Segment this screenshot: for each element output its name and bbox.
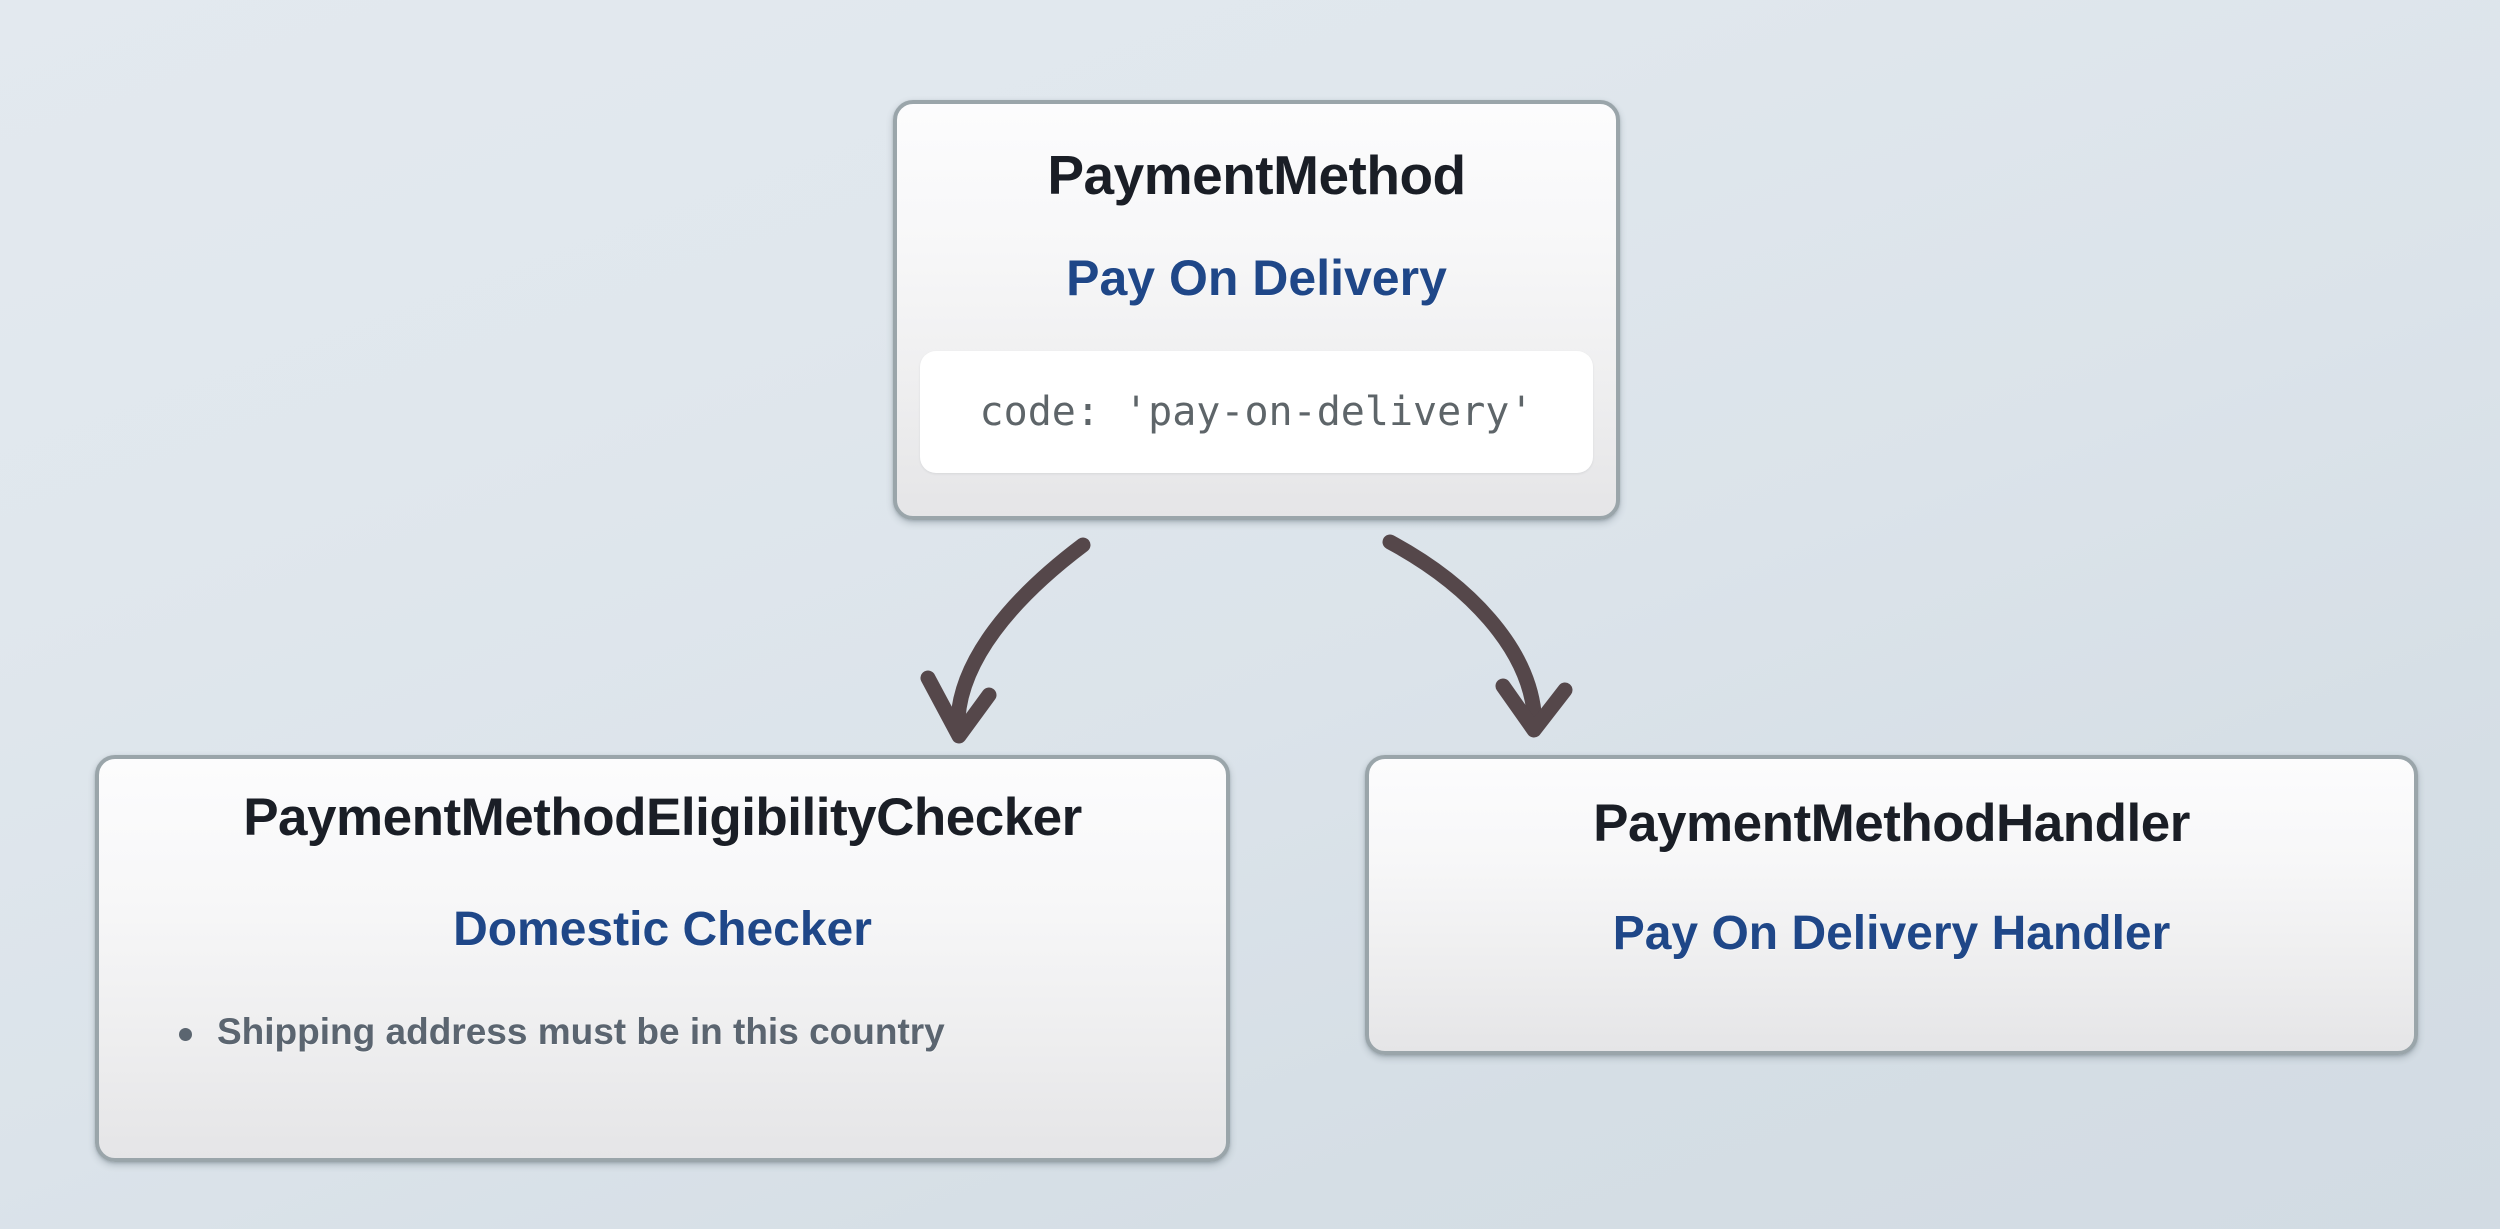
edge-to-payment-handler-line bbox=[1382, 534, 1542, 720]
node-payment-method-eligibility-checker[interactable]: PaymentMethodEligibilityChecker Domestic… bbox=[95, 755, 1230, 1162]
node-eligibility-checker-rule-list: Shipping address must be in this country bbox=[99, 1011, 1226, 1053]
node-payment-method-subtitle: Pay On Delivery bbox=[1066, 250, 1447, 306]
node-payment-handler-title: PaymentMethodHandler bbox=[1593, 794, 2190, 853]
node-payment-method-title: PaymentMethod bbox=[1047, 144, 1466, 206]
node-payment-method-handler[interactable]: PaymentMethodHandler Pay On Delivery Han… bbox=[1365, 755, 2418, 1055]
node-eligibility-checker-subtitle: Domestic Checker bbox=[453, 903, 872, 956]
edge-to-payment-handler-arrowhead bbox=[1495, 678, 1573, 738]
node-payment-method-code-box: code: 'pay-on-delivery' bbox=[920, 351, 1593, 473]
node-payment-method[interactable]: PaymentMethod Pay On Delivery code: 'pay… bbox=[893, 100, 1620, 520]
edge-to-eligibility-checker-line bbox=[950, 537, 1091, 726]
bullet-icon bbox=[179, 1028, 192, 1041]
edge-to-eligibility-checker-arrowhead bbox=[920, 670, 997, 744]
rule-text: Shipping address must be in this country bbox=[217, 1011, 945, 1052]
node-payment-handler-subtitle: Pay On Delivery Handler bbox=[1612, 907, 2171, 960]
node-eligibility-checker-title: PaymentMethodEligibilityChecker bbox=[243, 788, 1082, 847]
list-item: Shipping address must be in this country bbox=[169, 1011, 1226, 1053]
node-payment-method-code-text: code: 'pay-on-delivery' bbox=[979, 389, 1534, 435]
